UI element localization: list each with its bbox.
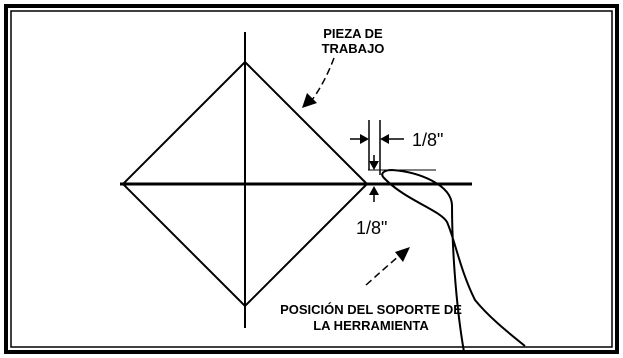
tool-rest-label-line1: POSICIÓN DEL SOPORTE DE [280, 302, 462, 317]
tool-rest-label-line2: LA HERRAMIENTA [313, 318, 429, 333]
tool-rest-leader [365, 254, 401, 286]
tool-rest-outline [381, 168, 526, 353]
dim-horizontal-label: 1/8" [412, 130, 443, 150]
inner-border [10, 10, 613, 348]
workpiece-leader [311, 57, 335, 101]
dim-arrow-left-head [360, 134, 369, 144]
workpiece-label-line2: TRABAJO [322, 41, 385, 56]
dim-arrow-right-head [380, 134, 389, 144]
dim-vertical-label: 1/8" [356, 218, 387, 238]
workpiece-label-line1: PIEZA DE [323, 26, 383, 41]
tool-rest-leader-arrowhead [395, 247, 410, 262]
dim-arrow-down-head [369, 161, 379, 170]
outer-border [4, 4, 619, 354]
workpiece-leader-arrowhead [302, 93, 317, 108]
workpiece-diamond [121, 60, 369, 308]
dim-arrow-up-head [369, 186, 379, 195]
